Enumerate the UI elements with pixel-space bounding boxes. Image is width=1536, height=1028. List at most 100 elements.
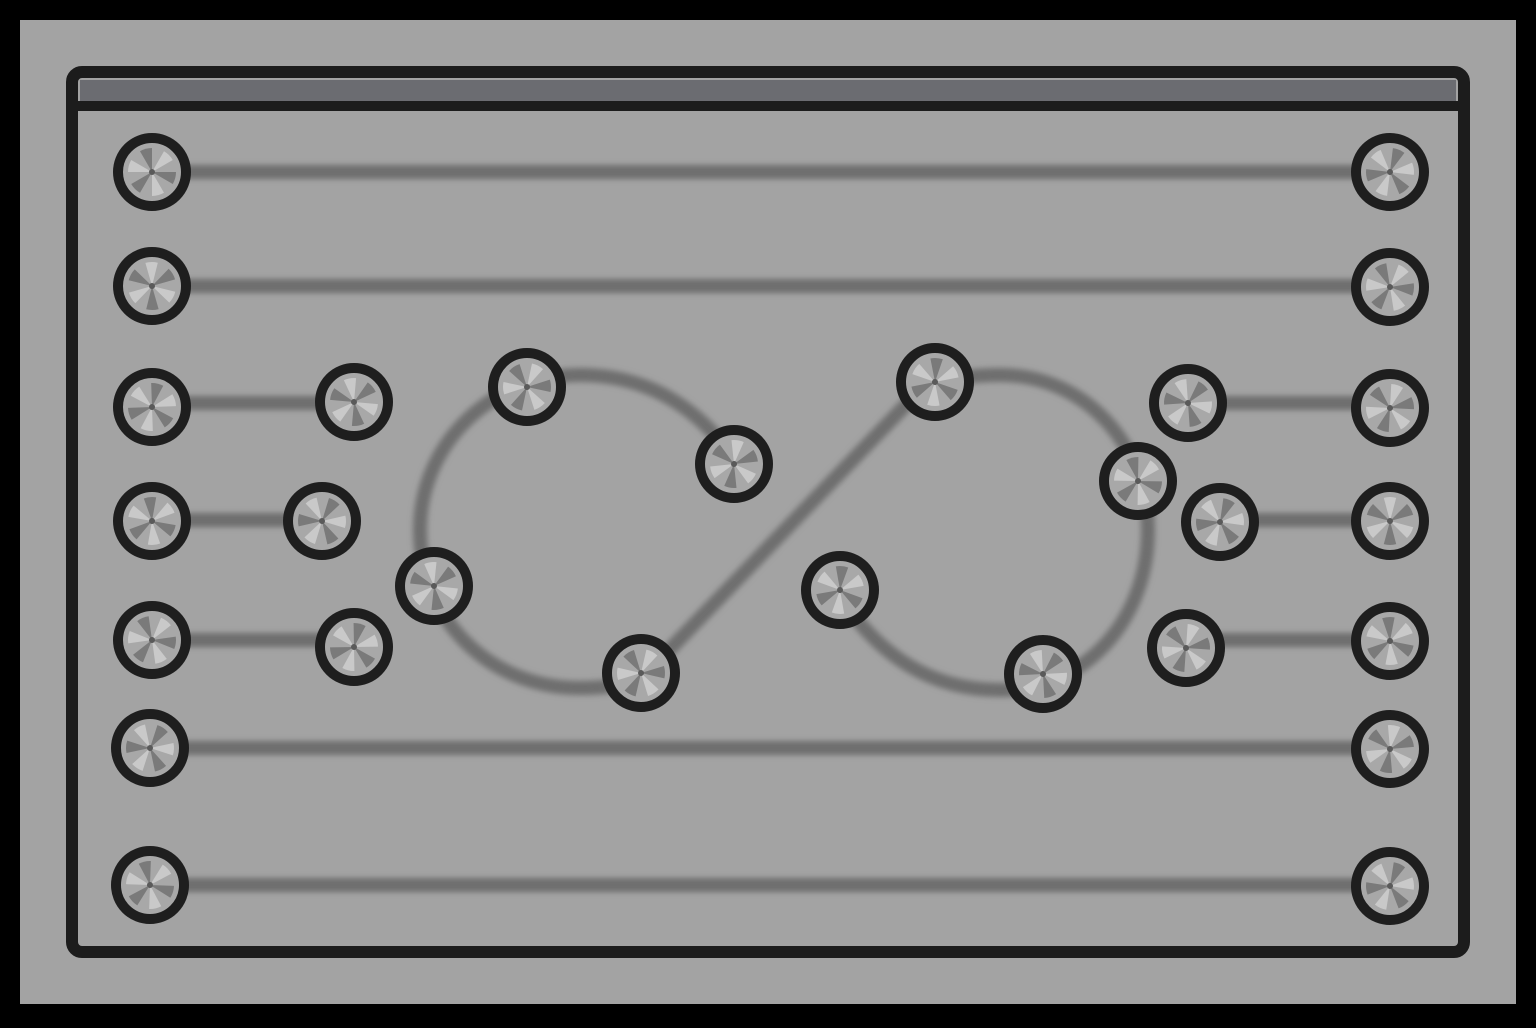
screw-center xyxy=(1387,518,1393,524)
screw-wedge xyxy=(1390,877,1414,890)
peg-6[interactable] xyxy=(315,363,393,441)
screw-center xyxy=(1387,883,1393,889)
screw-head-icon xyxy=(1366,497,1414,545)
screw-wedge xyxy=(354,634,378,647)
peg-14[interactable] xyxy=(1099,442,1177,520)
screw-wedge xyxy=(724,464,737,488)
screw-wedge xyxy=(152,502,175,521)
screw-wedge xyxy=(140,407,153,431)
screw-head-icon xyxy=(298,497,346,545)
screw-wedge xyxy=(503,382,527,395)
screw-wedge xyxy=(150,864,172,885)
peg-15[interactable] xyxy=(1181,483,1259,561)
screw-center xyxy=(1387,284,1393,290)
screw-wedge xyxy=(1371,863,1390,886)
screw-center xyxy=(1387,638,1393,644)
screw-center xyxy=(319,518,325,524)
screw-head-icon xyxy=(128,148,176,196)
screw-center xyxy=(1183,645,1189,651)
peg-20[interactable] xyxy=(602,634,680,712)
screw-wedge xyxy=(1029,650,1043,674)
screw-head-icon xyxy=(1114,457,1162,505)
peg-23[interactable] xyxy=(1147,609,1225,687)
screw-wedge xyxy=(817,571,840,590)
peg-25[interactable] xyxy=(111,709,189,787)
screw-wedge xyxy=(137,616,152,640)
screw-wedge xyxy=(623,650,641,673)
screw-wedge xyxy=(1368,729,1390,749)
screw-wedge xyxy=(831,590,845,614)
screw-wedge xyxy=(1196,518,1220,531)
screw-wedge xyxy=(1390,384,1404,408)
peg-9[interactable] xyxy=(1149,364,1227,442)
peg-24[interactable] xyxy=(1351,602,1429,680)
peg-4[interactable] xyxy=(1351,248,1429,326)
screw-center xyxy=(1217,519,1223,525)
screw-center xyxy=(932,379,938,385)
screw-wedge xyxy=(128,407,152,420)
peg-27[interactable] xyxy=(111,846,189,924)
peg-5[interactable] xyxy=(113,368,191,446)
screw-center xyxy=(1387,169,1393,175)
peg-11[interactable] xyxy=(113,482,191,560)
screw-wedge xyxy=(1390,749,1412,769)
screw-head-icon xyxy=(1164,379,1212,427)
peg-8[interactable] xyxy=(896,343,974,421)
screw-wedge xyxy=(150,743,174,756)
screw-head-icon xyxy=(503,363,551,411)
screw-wedge xyxy=(152,640,167,664)
screw-wedge xyxy=(354,402,378,416)
screw-wedge xyxy=(152,151,173,172)
peg-3[interactable] xyxy=(113,247,191,325)
screw-wedge xyxy=(1366,749,1390,763)
screw-wedge xyxy=(1162,646,1186,659)
screw-wedge xyxy=(304,521,322,544)
screw-wedge xyxy=(1043,652,1064,674)
screw-wedge xyxy=(152,407,174,428)
screw-wedge xyxy=(641,649,658,673)
peg-26[interactable] xyxy=(1351,710,1429,788)
screw-wedge xyxy=(1126,457,1139,481)
peg-7[interactable] xyxy=(488,348,566,426)
screw-wedge xyxy=(1366,504,1390,521)
screw-wedge xyxy=(935,382,958,401)
screw-wedge xyxy=(152,172,164,196)
peg-21[interactable] xyxy=(801,551,879,629)
peg-19[interactable] xyxy=(395,547,473,625)
screw-head-icon xyxy=(128,616,176,664)
screw-wedge xyxy=(128,505,152,521)
peg-28[interactable] xyxy=(1351,847,1429,925)
peg-1[interactable] xyxy=(113,133,191,211)
peg-22[interactable] xyxy=(1004,635,1082,713)
screw-wedge xyxy=(1390,735,1414,749)
screw-wedge xyxy=(343,378,357,402)
screw-wedge xyxy=(1382,617,1395,641)
screw-wedge xyxy=(128,885,150,906)
screw-wedge xyxy=(617,667,641,681)
peg-10[interactable] xyxy=(1351,369,1429,447)
peg-16[interactable] xyxy=(1351,482,1429,560)
peg-2[interactable] xyxy=(1351,133,1429,211)
screw-wedge xyxy=(1371,287,1390,310)
screw-head-icon xyxy=(911,358,959,406)
screw-wedge xyxy=(305,497,322,521)
screw-wedge xyxy=(146,286,159,310)
peg-12[interactable] xyxy=(283,482,361,560)
screw-wedge xyxy=(152,286,176,303)
peg-13[interactable] xyxy=(695,425,773,503)
screw-wedge xyxy=(1022,674,1043,696)
screw-wedge xyxy=(1390,521,1414,538)
screw-wedge xyxy=(1186,624,1200,648)
screw-wedge xyxy=(132,748,150,771)
screw-center xyxy=(149,169,155,175)
screw-wedge xyxy=(424,562,437,586)
peg-18[interactable] xyxy=(315,608,393,686)
screw-center xyxy=(147,882,153,888)
screw-wedge xyxy=(1390,408,1411,430)
screw-wedge xyxy=(322,498,340,521)
peg-17[interactable] xyxy=(113,601,191,679)
screw-wedge xyxy=(1117,481,1138,502)
screw-wedge xyxy=(1370,149,1390,172)
screw-wedge xyxy=(434,586,458,601)
screw-center xyxy=(638,670,644,676)
